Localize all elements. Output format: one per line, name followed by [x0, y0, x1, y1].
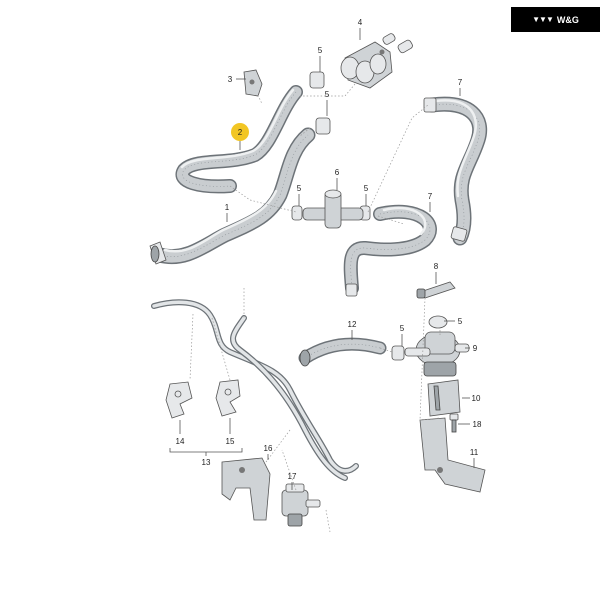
clamp-5-pump: [391, 345, 405, 361]
callout-2-highlight: [231, 123, 249, 141]
clamp-5-mid-left: [291, 205, 303, 221]
callout-8: 8: [434, 262, 439, 271]
hose-7-lower: [343, 204, 437, 297]
part-8-sensor: [416, 281, 456, 299]
callout-13: 13: [202, 458, 211, 467]
clip-15: [215, 379, 241, 417]
clamp-5-upper-a: [309, 71, 325, 89]
callout-5-mid-left: 5: [297, 184, 302, 193]
part-18-bolt: [449, 413, 459, 433]
part-3-bracket: [243, 69, 263, 97]
callout-3: 3: [228, 75, 233, 84]
part-10-bracket: [427, 379, 461, 417]
callout-7-lower: 7: [428, 192, 433, 201]
callout-4: 4: [358, 18, 363, 27]
part-6-t-piece: [302, 189, 364, 229]
part-16-bracket: [221, 457, 271, 521]
part-17-valve: [281, 483, 321, 527]
hose-2: [175, 85, 303, 194]
hose-1: [149, 127, 316, 265]
pipe-13: [151, 299, 359, 481]
brand-logo-mark: ▼▼▼: [532, 15, 554, 24]
callout-15: 15: [226, 437, 235, 446]
callout-5-pump: 5: [400, 324, 405, 333]
callout-14: 14: [176, 437, 185, 446]
clip-14: [165, 381, 193, 419]
hose-12: [298, 337, 387, 367]
callout-10: 10: [472, 394, 481, 403]
callout-5-mid-right: 5: [364, 184, 369, 193]
clamp-5-upper-b: [315, 117, 331, 135]
callout-16: 16: [264, 444, 273, 453]
brand-logo-text: W&G: [556, 14, 579, 25]
clamp-5-pump-top: [428, 315, 448, 329]
callout-9: 9: [473, 344, 478, 353]
callout-5-top-b: 5: [325, 90, 330, 99]
callout-5-top-a: 5: [318, 46, 323, 55]
leader-lines: [169, 28, 475, 490]
hose-7-upper: [423, 96, 488, 246]
part-4-connector: [340, 33, 413, 89]
callout-7-upper: 7: [458, 78, 463, 87]
callout-12: 12: [348, 320, 357, 329]
callout-6: 6: [335, 168, 340, 177]
part-11-mount: [419, 417, 486, 493]
callout-11: 11: [470, 448, 479, 457]
callout-1: 1: [225, 203, 230, 212]
callout-2: 2: [238, 128, 243, 137]
callout-17: 17: [288, 472, 297, 481]
part-9-pump: [404, 331, 470, 377]
brand-logo: ▼▼▼ W&G: [511, 7, 600, 32]
callout-18: 18: [473, 420, 482, 429]
reference-lines: [189, 83, 441, 533]
callout-numbers: 4 5 3 2 5 7 1 5 6 5 7 8 5 12 5 9 10 18 1…: [176, 18, 482, 481]
callout-5-pump-top: 5: [458, 317, 463, 326]
